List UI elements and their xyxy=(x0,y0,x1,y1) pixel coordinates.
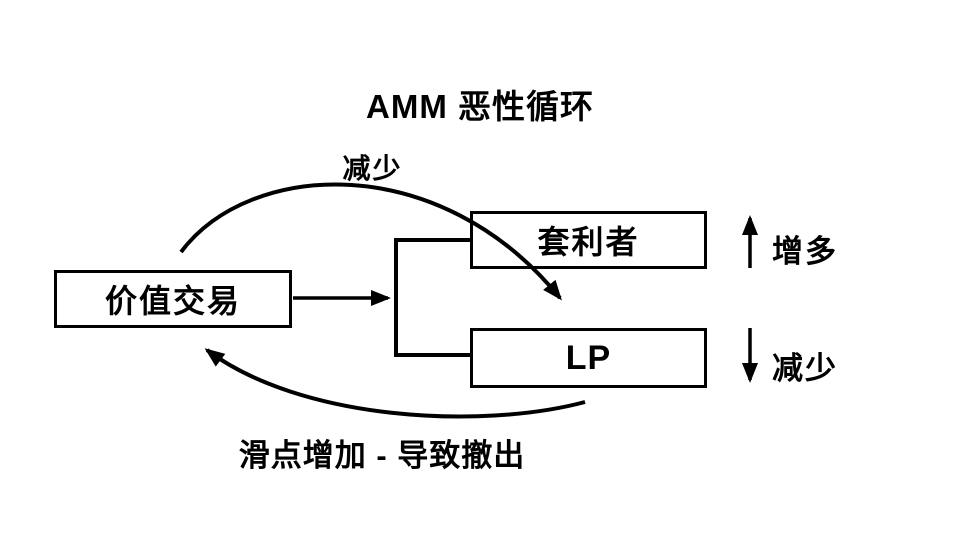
node-lp-label: LP xyxy=(565,338,612,377)
node-value-trade-label: 价值交易 xyxy=(104,283,241,319)
node-value-trade: 价值交易 xyxy=(54,270,292,328)
arbitrageur-trend-label: 增多 xyxy=(772,234,838,269)
node-arbitrageur: 套利者 xyxy=(470,211,707,269)
diagram-title: AMM 恶性循环 xyxy=(366,88,594,125)
lp-trend-label: 减少 xyxy=(772,351,838,386)
node-arbitrageur-label: 套利者 xyxy=(537,224,640,260)
top-curve-label: 减少 xyxy=(342,153,403,184)
node-lp: LP xyxy=(470,328,707,388)
fork-connector xyxy=(394,238,470,357)
bottom-curve-label: 滑点增加 - 导致撤出 xyxy=(238,438,526,473)
